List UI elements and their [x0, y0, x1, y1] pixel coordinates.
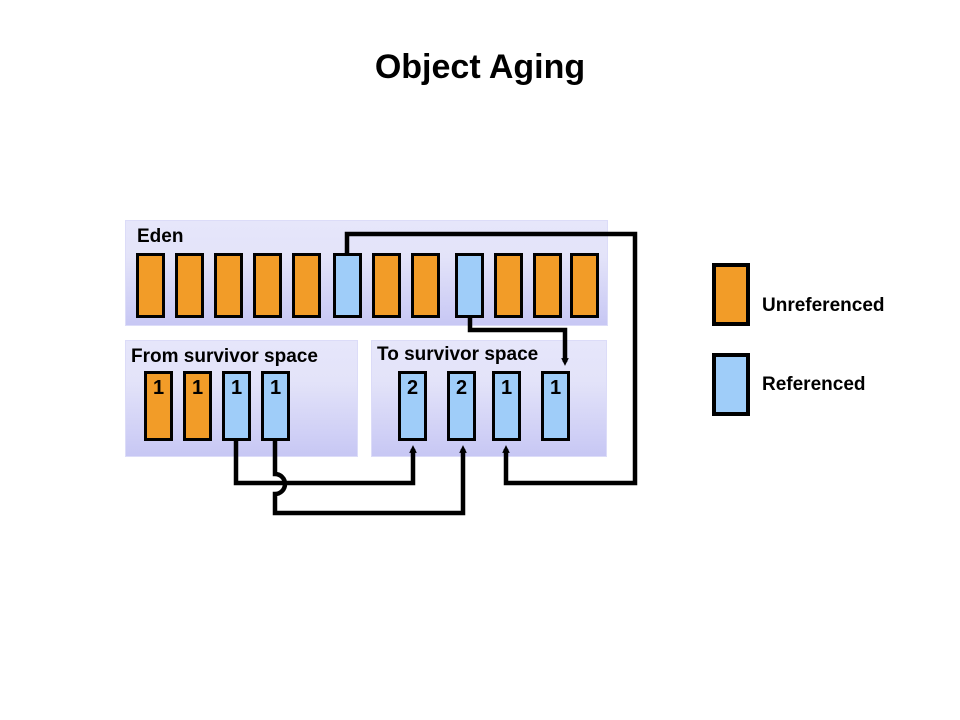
eden-object-block[interactable]	[570, 253, 599, 318]
eden-object-block[interactable]	[214, 253, 243, 318]
eden-object-block[interactable]	[494, 253, 523, 318]
legend-label-unreferenced: Unreferenced	[762, 295, 885, 316]
from-survivor-object-block[interactable]: 1	[144, 371, 173, 441]
page-title: Object Aging	[374, 48, 586, 86]
to-survivor-object-block[interactable]: 2	[398, 371, 427, 441]
legend-label-referenced: Referenced	[762, 374, 866, 395]
eden-object-block[interactable]	[253, 253, 282, 318]
eden-object-block[interactable]	[533, 253, 562, 318]
eden-object-block[interactable]	[292, 253, 321, 318]
from-survivor-space-label: From survivor space	[131, 346, 318, 367]
eden-object-block[interactable]	[136, 253, 165, 318]
eden-object-block[interactable]	[411, 253, 440, 318]
from-survivor-object-block-referenced[interactable]: 1	[222, 371, 251, 441]
legend-swatch-unreferenced	[712, 263, 750, 326]
from-survivor-object-block-referenced[interactable]: 1	[261, 371, 290, 441]
to-survivor-space-label: To survivor space	[377, 344, 539, 365]
legend-swatch-referenced	[712, 353, 750, 416]
eden-object-block[interactable]	[372, 253, 401, 318]
to-survivor-object-block[interactable]: 1	[541, 371, 570, 441]
to-survivor-object-block[interactable]: 2	[447, 371, 476, 441]
eden-region-label: Eden	[137, 226, 184, 247]
to-survivor-object-block[interactable]: 1	[492, 371, 521, 441]
eden-object-block-referenced[interactable]	[333, 253, 362, 318]
eden-object-block-referenced[interactable]	[455, 253, 484, 318]
eden-object-block[interactable]	[175, 253, 204, 318]
from-survivor-object-block[interactable]: 1	[183, 371, 212, 441]
